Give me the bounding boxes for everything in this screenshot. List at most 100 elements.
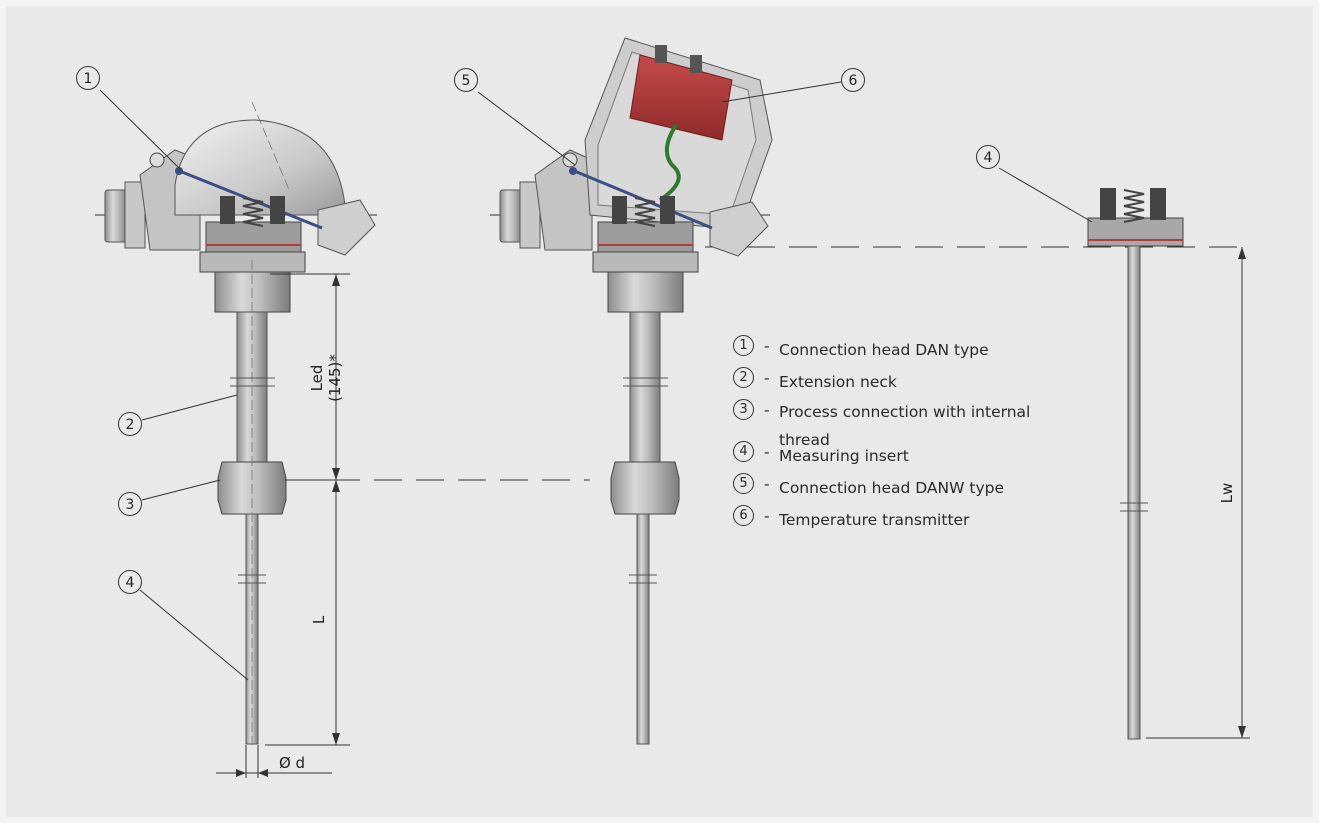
rod-pivot-2	[569, 167, 577, 175]
terminal-screw-1	[220, 196, 235, 224]
spring-2	[634, 197, 656, 227]
callout-label-1: 1	[84, 71, 93, 87]
head-dome	[174, 119, 346, 216]
callout-circle-4b	[976, 145, 1000, 169]
leader-4a	[139, 589, 249, 681]
spring	[242, 197, 264, 227]
legend-num-3: 3	[733, 399, 754, 420]
legend-dash-6: -	[764, 507, 770, 525]
legend-text-6-line1: Temperature transmitter	[779, 511, 970, 529]
legend-num-6: 6	[733, 505, 754, 526]
legend-text-4: Measuring insert	[779, 443, 1099, 469]
legend-text-3: Process connection with internal thread	[779, 401, 1099, 451]
arrow-d-left	[236, 769, 246, 777]
callout-circle-2	[118, 412, 142, 436]
leader-6	[721, 81, 842, 103]
terminal-block-2	[597, 221, 694, 253]
legend-dash-3: -	[764, 401, 770, 419]
leader-2	[141, 394, 238, 421]
insert-spring	[1123, 189, 1145, 223]
neck-thread-2	[607, 271, 684, 313]
callout-circle-4a	[118, 570, 142, 594]
neck-collar-2	[592, 251, 699, 273]
legend: 1 - Connection head DAN type 2 - Extensi…	[733, 334, 1113, 536]
head-latch	[317, 199, 376, 256]
leader-5	[477, 91, 576, 166]
insert-terminal-1	[1100, 188, 1116, 220]
legend-dash-2: -	[764, 369, 770, 387]
assembly-dan	[95, 101, 380, 745]
dimensions-left: Led (145)* L Ø d	[216, 273, 350, 778]
terminal-block	[205, 221, 302, 253]
insert-head-plate	[1087, 217, 1184, 247]
legend-row-6: 6 - Temperature transmitter	[733, 504, 1113, 536]
legend-num-1: 1	[733, 335, 754, 356]
callout-label-4a: 4	[126, 575, 135, 591]
callout-label-2: 2	[126, 417, 135, 433]
cable-gland-2	[499, 189, 523, 243]
legend-text-5-line1: Connection head DANW type	[779, 479, 1004, 497]
legend-dash-4: -	[764, 443, 770, 461]
legend-text-2-line1: Extension neck	[779, 373, 897, 391]
arrow-d-right	[258, 769, 268, 777]
callout-label-3: 3	[126, 497, 135, 513]
callout-label-5: 5	[462, 73, 471, 89]
callout-label-6: 6	[849, 73, 858, 89]
arrow-led-bottom	[332, 468, 340, 480]
cable-gland	[104, 189, 128, 243]
transmitter-terminal-2	[690, 55, 702, 73]
head-latch-2	[709, 201, 769, 257]
assembly-insert: Lw 4	[976, 145, 1250, 740]
terminal-screw-3	[612, 196, 627, 224]
legend-text-4-line1: Measuring insert	[779, 447, 909, 465]
legend-text-5: Connection head DANW type	[779, 475, 1099, 501]
assembly-danw	[490, 37, 773, 745]
callout-label-4b: 4	[984, 150, 993, 166]
dim-led-value: (145)*	[326, 354, 344, 402]
arrow-l-top	[332, 480, 340, 492]
legend-text-1: Connection head DAN type	[779, 337, 1099, 363]
hinge-screw	[149, 152, 165, 168]
transmitter-terminal-1	[655, 45, 667, 63]
legend-row-5: 5 - Connection head DANW type	[733, 472, 1113, 504]
extension-neck-2	[629, 311, 661, 463]
callouts-left: 1 2 3 4	[76, 66, 249, 681]
legend-text-3-line1: Process connection with internal	[779, 403, 1031, 421]
arrow-l-bottom	[332, 733, 340, 745]
legend-text-3-line2: thread	[779, 431, 830, 449]
terminal-screw-4	[660, 196, 675, 224]
legend-text-1-line1: Connection head DAN type	[779, 341, 989, 359]
leader-1	[99, 89, 182, 171]
head-housing-left-2	[534, 149, 593, 251]
legend-row-2: 2 - Extension neck	[733, 366, 1113, 398]
arrow-lw-bottom	[1238, 726, 1246, 738]
dim-led-label: Led	[308, 365, 326, 392]
arrow-lw-top	[1238, 247, 1246, 259]
neck-thread	[214, 271, 291, 313]
legend-row-4: 4 - Measuring insert	[733, 440, 1113, 472]
legend-row-3: 3 - Process connection with internal thr…	[733, 398, 1113, 449]
dim-lw-label: Lw	[1218, 483, 1236, 504]
legend-text-6: Temperature transmitter	[779, 507, 1099, 533]
dome-axis	[251, 101, 291, 193]
leader-3	[141, 479, 221, 501]
callout-circle-6	[841, 68, 865, 92]
legend-dash-1: -	[764, 337, 770, 355]
legend-dash-5: -	[764, 475, 770, 493]
insert-rod-3	[1127, 245, 1141, 740]
arrow-led-top	[332, 274, 340, 286]
insert-terminal-2	[1150, 188, 1166, 220]
legend-row-1: 1 - Connection head DAN type	[733, 334, 1113, 366]
legend-text-2: Extension neck	[779, 369, 1099, 395]
legend-num-4: 4	[733, 441, 754, 462]
terminal-screw-2	[270, 196, 285, 224]
legend-num-5: 5	[733, 473, 754, 494]
legend-num-2: 2	[733, 367, 754, 388]
callouts-middle: 5 6	[454, 68, 865, 166]
callout-circle-3	[118, 492, 142, 516]
dim-d-label: Ø d	[279, 754, 305, 772]
hex-nut-2	[610, 461, 680, 515]
neck-collar	[199, 251, 306, 273]
